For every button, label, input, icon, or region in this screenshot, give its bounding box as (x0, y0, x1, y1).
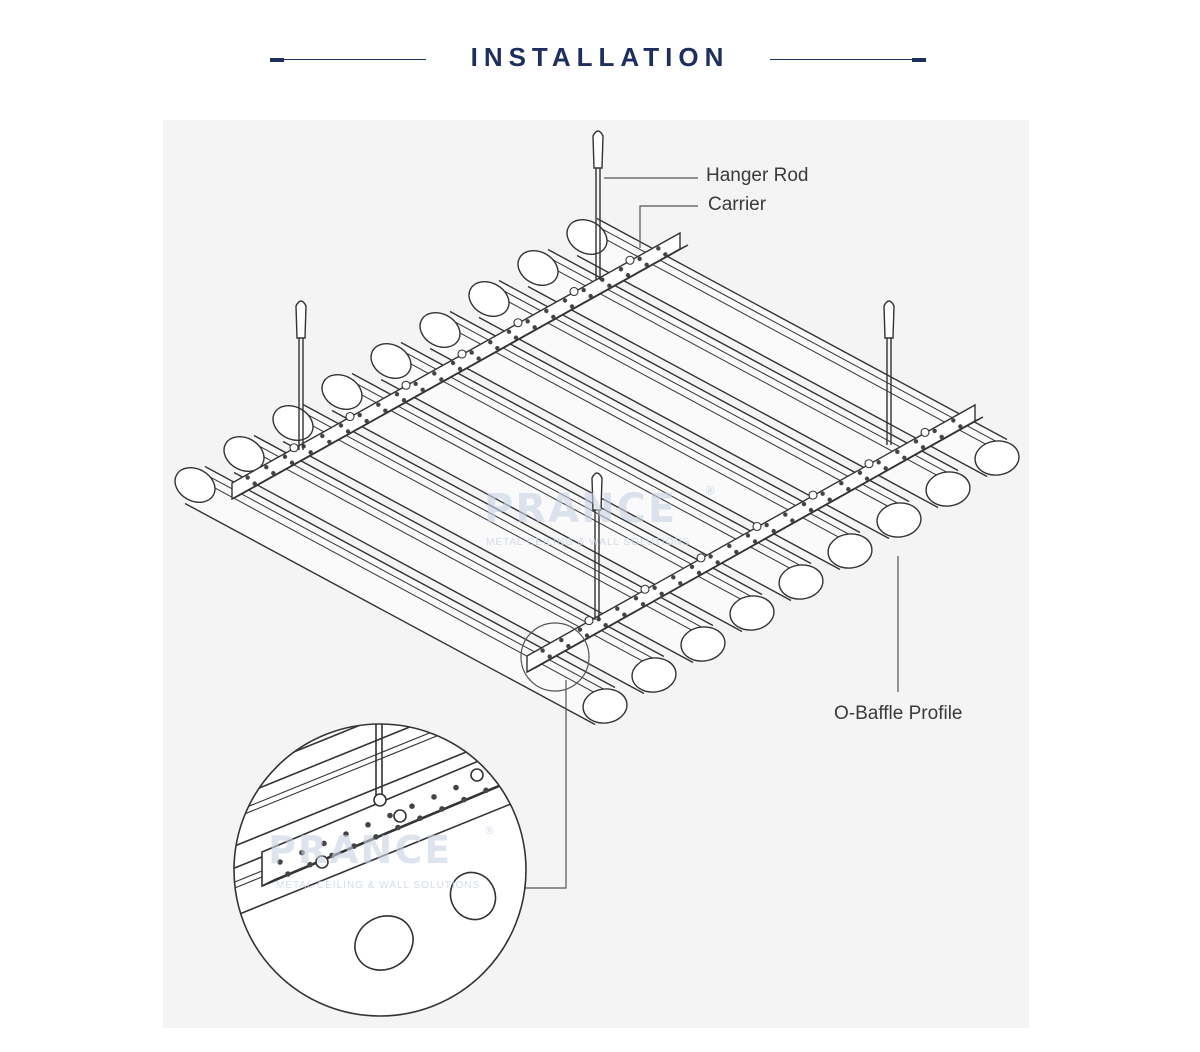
baffle-end (729, 595, 775, 631)
carrier-bolt (569, 286, 579, 297)
detail-leader (518, 680, 567, 889)
carrier-bolt (752, 521, 762, 532)
label-o-baffle-profile: O-Baffle Profile (834, 703, 963, 724)
detail-watermark-tagline: METAL CEILING & WALL SOLUTIONS (276, 880, 481, 891)
title-decor-left (270, 58, 426, 62)
label-carrier: Carrier (708, 194, 767, 215)
detail-tube-end (354, 915, 414, 971)
detail-bolt (470, 768, 484, 782)
baffle-end (778, 564, 824, 600)
baffle-tubes (174, 217, 1020, 726)
hanger-rods (295, 130, 895, 620)
carrier-bolt (920, 427, 930, 437)
page-title: INSTALLATION (470, 42, 730, 72)
carriers (231, 231, 984, 674)
baffle-tube (174, 465, 628, 726)
label-hanger-rod: Hanger Rod (706, 165, 809, 186)
carrier-back (231, 231, 689, 501)
baffle-end (827, 533, 873, 569)
watermark-tagline: METAL CEILING & WALL SOLUTIONS (486, 537, 691, 548)
baffle-end (925, 471, 971, 507)
carrier-bolt (289, 443, 299, 453)
carrier-leader (639, 205, 698, 248)
hanger-rod (591, 472, 603, 620)
carrier-bolt (401, 380, 411, 390)
baffle-tube (517, 248, 971, 509)
baffle-tube (370, 341, 824, 602)
baffle-end (974, 440, 1020, 476)
title-decor-right (770, 58, 926, 62)
detail-watermark-registered: ® (484, 824, 495, 837)
detail-bolt (393, 809, 407, 823)
detail-bolt (373, 793, 387, 807)
carrier-bolt (513, 318, 523, 328)
baffle-tube (223, 434, 677, 695)
carrier-bolt (345, 411, 355, 422)
baffle-end (876, 502, 922, 538)
detail-marker-circle (520, 622, 590, 692)
section-header: INSTALLATION (0, 36, 1200, 84)
baffle-tube (321, 372, 775, 633)
carrier-front (526, 403, 984, 674)
baffle-end (680, 626, 726, 662)
baffle-tube (419, 310, 873, 571)
carrier-bolt (457, 349, 467, 359)
leader-lines (518, 177, 899, 889)
watermark-logo: PRANCE (484, 486, 678, 532)
baffle-end (631, 657, 677, 693)
detail-tube-end (449, 871, 497, 921)
carrier-bolt (696, 553, 706, 563)
hanger-rod (295, 300, 307, 450)
carrier-bolt (864, 459, 874, 469)
detail-bolt (315, 855, 329, 869)
carrier-bolt (625, 255, 635, 265)
carrier-bolt (640, 584, 650, 594)
hanger-rod (883, 300, 895, 445)
hanger-rod (592, 130, 604, 280)
carrier-bolt (808, 490, 818, 500)
baffle-end (582, 688, 628, 724)
watermark-registered: ® (704, 484, 716, 498)
carrier-bolt (584, 616, 594, 626)
detail-watermark-logo: PRANCE (268, 828, 453, 872)
detail-zoom-border (233, 723, 527, 1017)
